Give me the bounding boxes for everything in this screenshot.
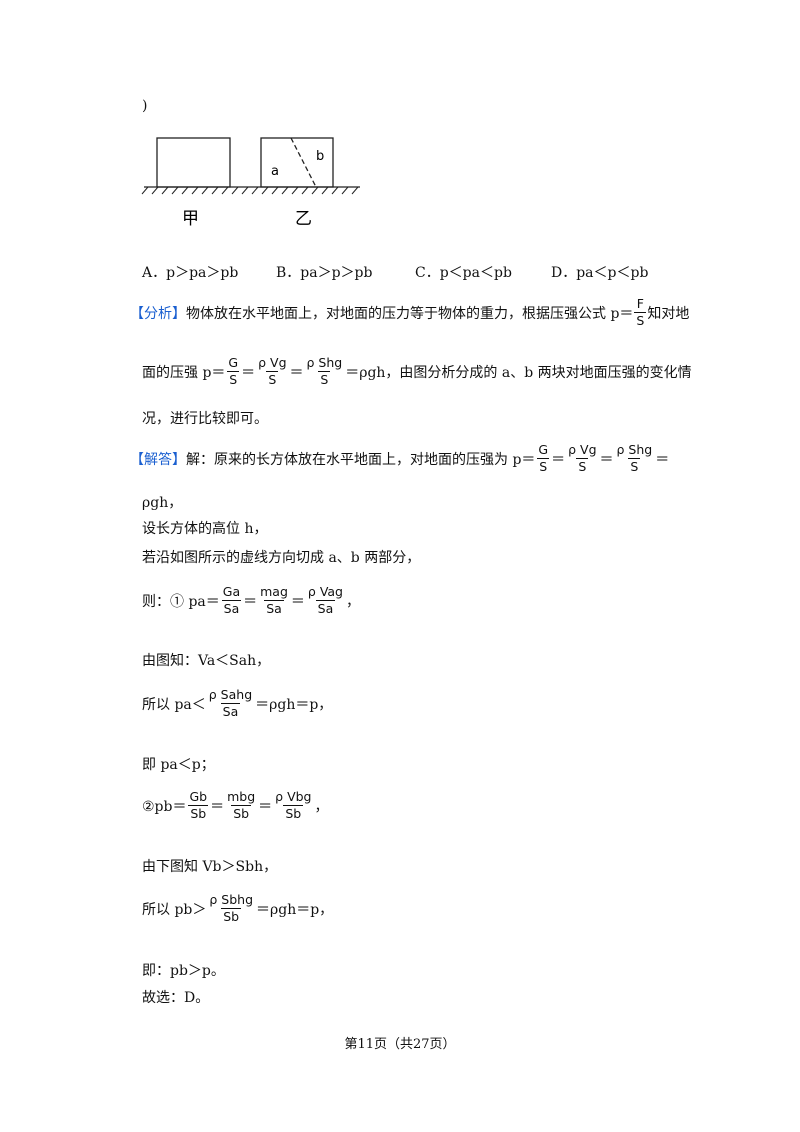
step-2: 由图知：Va＜Sah， xyxy=(142,653,271,669)
continuation-paren: ) xyxy=(142,98,148,114)
option-c: C．p＜pa＜pb xyxy=(415,265,512,281)
block-jia xyxy=(156,137,231,188)
analysis-line-1: 【分析】 物体放在水平地面上，对地面的压力等于物体的重力，根据压强公式 p＝ F… xyxy=(130,296,690,329)
option-b: B．pa＞p＞pb xyxy=(276,265,373,281)
label-b: b xyxy=(316,149,324,164)
ground-hatch xyxy=(141,186,359,195)
option-a: A．p＞pa＞pb xyxy=(142,265,239,281)
step-6: 由下图知 Vb＞Sbh， xyxy=(142,859,278,875)
step-4: 即 pa＜p； xyxy=(142,757,215,773)
cut-line xyxy=(290,137,317,188)
analysis-line-3: 况，进行比较即可。 xyxy=(142,411,268,427)
solution-tag: 【解答】 xyxy=(130,451,186,468)
solution-line-3: 设长方体的高位 h， xyxy=(142,521,268,537)
option-d: D．pa＜p＜pb xyxy=(551,265,649,281)
step-8: 即：pb＞p。 xyxy=(142,963,225,979)
page-footer: 第11页（共27页） xyxy=(344,1037,456,1052)
analysis-tag: 【分析】 xyxy=(130,305,186,322)
solution-line-2: ρgh， xyxy=(142,495,183,511)
label-yi: 乙 xyxy=(295,209,312,229)
solution-line-4: 若沿如图所示的虚线方向切成 a、b 两部分， xyxy=(142,550,421,566)
step-9: 故选：D。 xyxy=(142,990,210,1006)
label-jia: 甲 xyxy=(182,209,199,229)
blocks-figure: a b 甲 乙 xyxy=(141,137,360,229)
label-a: a xyxy=(271,164,279,179)
